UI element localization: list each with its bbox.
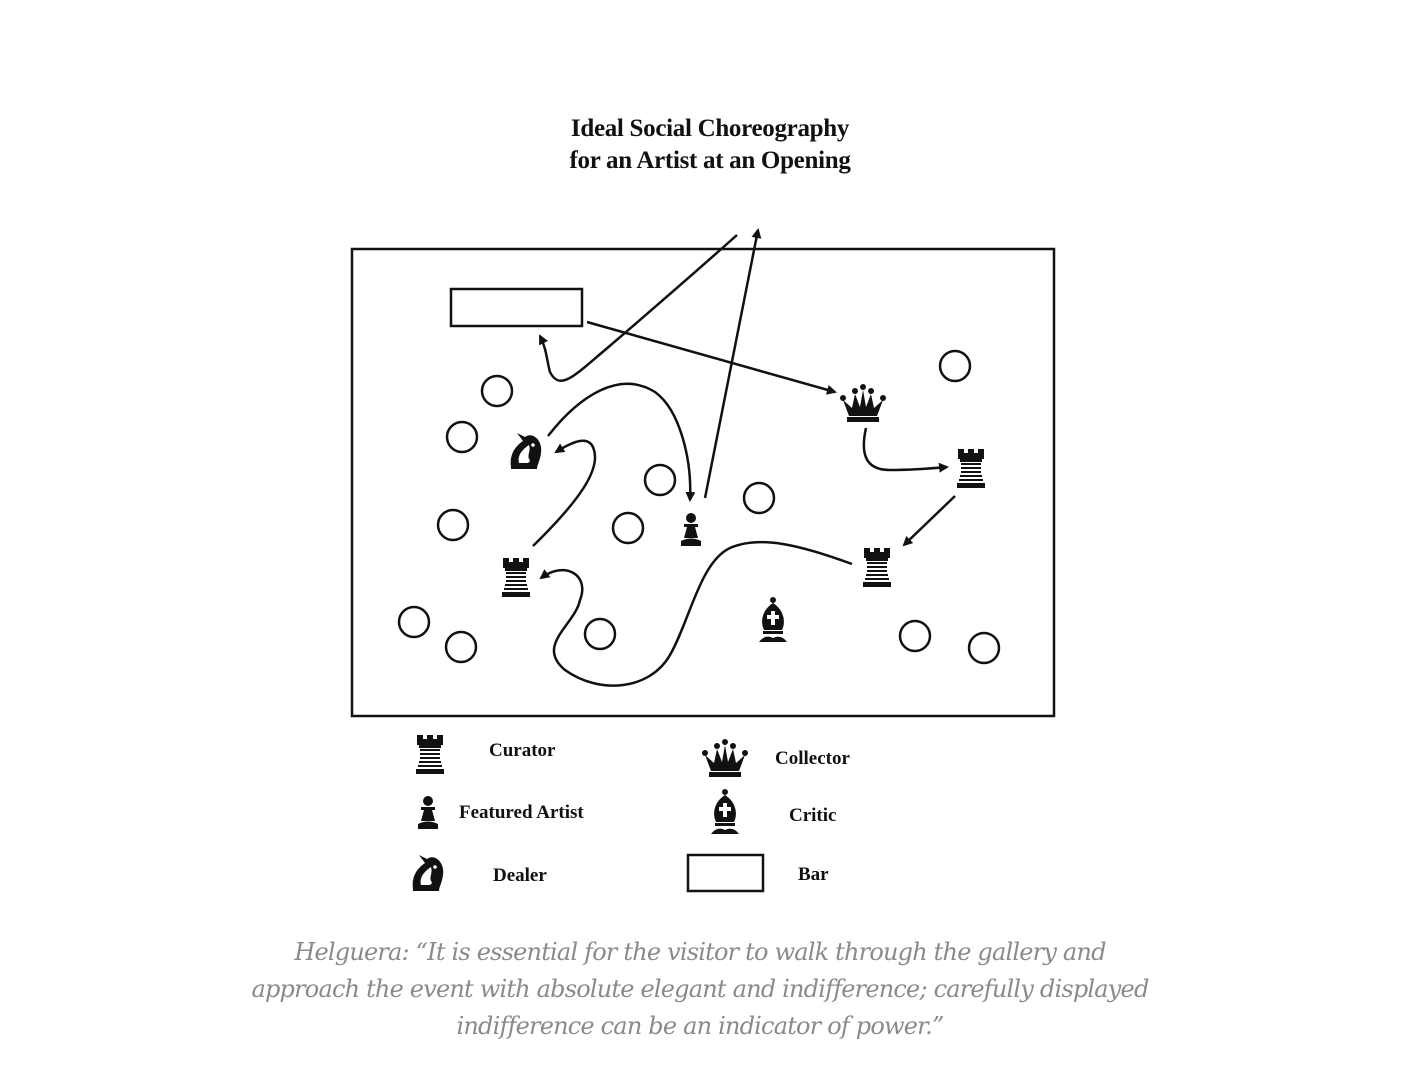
visitor-circle: [480, 374, 514, 408]
choreography-paths: [532, 228, 956, 687]
legend-featured-artist-label: Featured Artist: [459, 802, 584, 823]
visitor-circle: [445, 420, 479, 454]
path-entry-to-bar: [538, 234, 738, 383]
legend-critic-icon: [711, 789, 739, 834]
visitor-circle: [611, 511, 645, 545]
legend-dealer-icon: [412, 855, 444, 891]
visitor-circles: [397, 349, 1001, 665]
figure-title: Ideal Social Choreography for an Artist …: [410, 113, 1010, 177]
visitor-circle: [436, 508, 470, 542]
path-curator-to-curator: [902, 495, 956, 547]
visitor-circle: [397, 605, 431, 639]
visitor-circle: [444, 630, 478, 664]
visitor-circle: [643, 463, 677, 497]
legend-bar-label: Bar: [798, 864, 829, 885]
path-collector-to-curator: [862, 427, 949, 473]
legend-collector-icon: [702, 739, 748, 777]
collector-icon: [840, 384, 886, 422]
path-curator-to-dealer: [532, 439, 597, 547]
figure-caption: Helguera: “It is essential for the visit…: [251, 938, 1149, 1040]
visitor-circle: [583, 617, 617, 651]
critic-icon: [759, 597, 787, 642]
path-dealer-to-artist: [547, 382, 696, 502]
legend-curator-icon: [416, 735, 444, 774]
legend-bar-icon: [686, 853, 765, 893]
legend-critic-label: Critic: [789, 805, 837, 826]
visitor-circle: [898, 619, 932, 653]
curator-icon: [957, 449, 985, 488]
curator-icon: [502, 558, 530, 597]
gallery-room: [350, 247, 1056, 718]
dealer-icon: [510, 433, 542, 469]
visitor-circle: [742, 481, 776, 515]
path-curator-loop: [539, 540, 853, 687]
legend-collector-label: Collector: [775, 748, 850, 769]
visitor-circle: [938, 349, 972, 383]
legend-featured-artist-icon: [418, 796, 438, 829]
legend-dealer-label: Dealer: [493, 865, 547, 886]
path-bar-to-collector: [586, 320, 837, 395]
legend-curator-label: Curator: [489, 740, 556, 761]
featured-artist-icon: [681, 513, 701, 546]
curator-icon: [863, 548, 891, 587]
bar-rectangle: [449, 287, 584, 328]
visitor-circle: [967, 631, 1001, 665]
figure-title-line-2: for an Artist at an Opening: [569, 147, 851, 174]
figure-title-line-1: Ideal Social Choreography: [570, 115, 850, 142]
